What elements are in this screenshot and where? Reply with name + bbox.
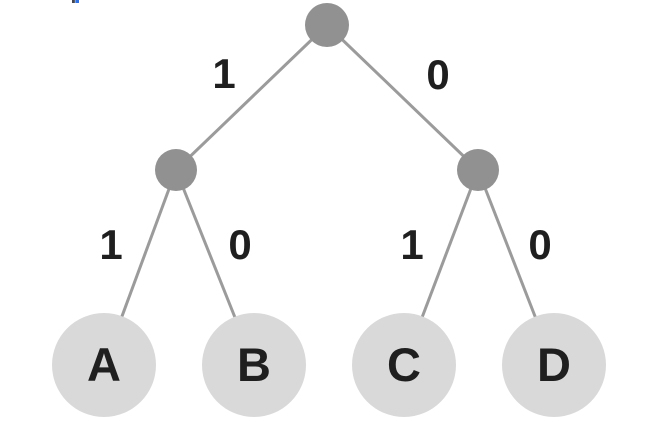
leaf-node-c (352, 313, 456, 417)
leaf-node-a (52, 313, 156, 417)
leaf-label-a: A (87, 338, 121, 391)
leaf-label-c: C (387, 338, 421, 391)
edge-label-root-left: 1 (212, 50, 235, 97)
edge-label-right-to-c: 1 (400, 221, 423, 268)
leaf-label-b: B (237, 338, 271, 391)
edge-root-to-right-node (325, 23, 480, 172)
clipped-top-edge-artifact (72, 0, 79, 3)
edge-label-root-right: 0 (426, 51, 449, 98)
leaf-label-d: D (537, 338, 571, 391)
edge-label-left-to-a: 1 (99, 221, 122, 268)
internal-node-right (457, 149, 499, 191)
leaf-node-d (502, 313, 606, 417)
edge-label-left-to-b: 0 (228, 221, 251, 268)
internal-node-left (155, 149, 197, 191)
edge-root-to-left-node (174, 23, 329, 172)
leaf-node-b (202, 313, 306, 417)
root-node (305, 3, 349, 47)
edge-label-right-to-d: 0 (528, 221, 551, 268)
